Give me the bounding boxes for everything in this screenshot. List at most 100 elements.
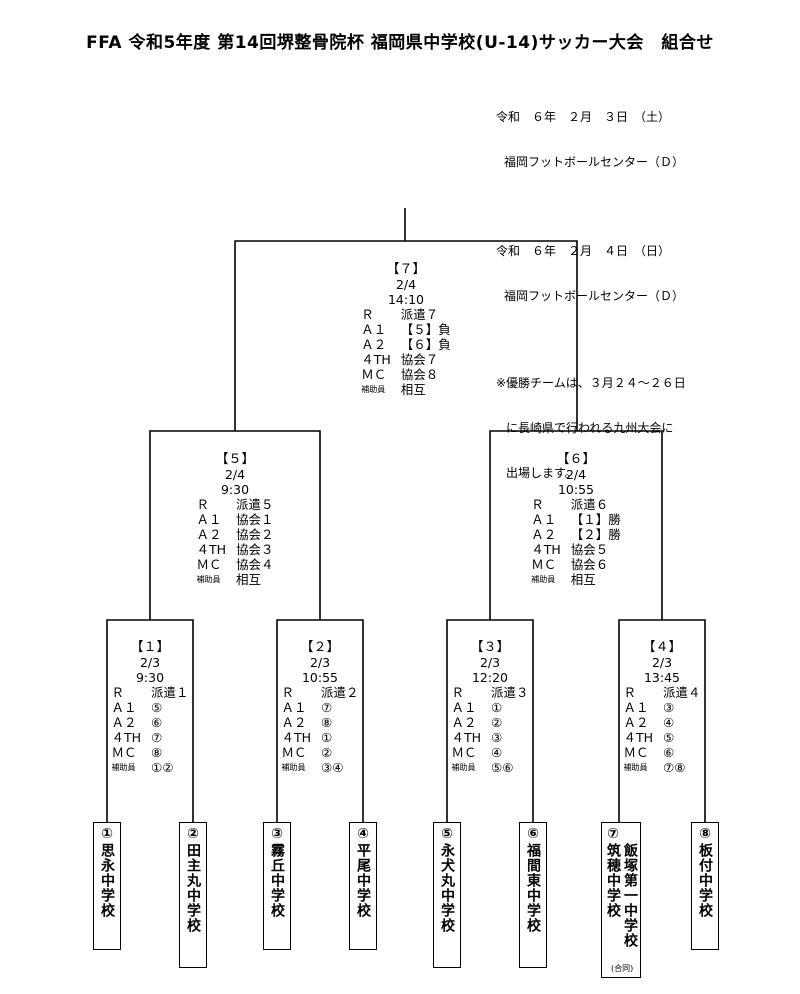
role-assistant-1: Ａ１	[451, 700, 477, 715]
official-fourth: 協会５	[570, 542, 609, 557]
role-aux: 補助員	[623, 763, 648, 772]
team-name: ①思永中学校	[99, 826, 115, 918]
role-assistant-1: Ａ１	[623, 700, 649, 715]
role-aux: 補助員	[451, 763, 476, 772]
match-date: 2/4	[224, 467, 246, 482]
match-date: 2/4	[565, 467, 587, 482]
official-mc: ⑥	[663, 745, 675, 760]
role-assistant-2: Ａ２	[451, 715, 477, 730]
day1-venue: 福岡フットボールセンター（Ｄ）	[504, 155, 685, 169]
team-name-right: 飯塚第一中学校	[622, 843, 638, 948]
match-time: 9:30	[135, 670, 165, 685]
match-number: 【３】	[470, 640, 510, 655]
role-referee: Ｒ	[111, 685, 124, 700]
official-assistant-2: ②	[491, 715, 503, 730]
role-fourth: ４TH	[623, 730, 654, 745]
bracket-final	[234, 240, 578, 431]
role-aux: 補助員	[111, 763, 136, 772]
role-referee: Ｒ	[196, 497, 209, 512]
official-aux: ⑤⑥	[491, 760, 514, 775]
bracket-semi-left	[149, 430, 321, 620]
official-referee: 派遣４	[663, 685, 701, 700]
role-assistant-1: Ａ１	[531, 512, 557, 527]
official-assistant-2: ④	[663, 715, 675, 730]
match-number: 【１】	[130, 640, 170, 655]
role-fourth: ４TH	[111, 730, 142, 745]
role-assistant-2: Ａ２	[111, 715, 137, 730]
match-number: 【６】	[556, 452, 596, 467]
team-box-5: ⑤永犬丸中学校	[433, 822, 461, 968]
match-time: 10:55	[301, 670, 339, 685]
match-time: 10:55	[557, 482, 595, 497]
official-assistant-2: ⑥	[151, 715, 163, 730]
role-referee: Ｒ	[451, 685, 464, 700]
official-aux: ①②	[151, 760, 174, 775]
team-name: ⑤永犬丸中学校	[439, 826, 455, 933]
role-assistant-1: Ａ１	[196, 512, 222, 527]
match-date: 2/4	[395, 277, 417, 292]
official-mc: ④	[491, 745, 503, 760]
official-fourth: 協会３	[236, 542, 274, 557]
official-mc: 協会６	[570, 557, 609, 572]
page-title: FFA 令和5年度 第14回堺整骨院杯 福岡県中学校(U-14)サッカー大会 組…	[86, 33, 714, 53]
bracket-semi-right	[489, 430, 663, 620]
role-referee: Ｒ	[623, 685, 636, 700]
role-assistant-1: Ａ１	[361, 322, 387, 337]
official-mc: 協会４	[236, 557, 274, 572]
official-fourth: 協会７	[400, 352, 439, 367]
role-mc: ＭＣ	[623, 745, 649, 760]
official-aux: 相互	[400, 382, 426, 397]
match-time: 14:10	[387, 292, 425, 307]
role-referee: Ｒ	[361, 307, 374, 322]
qualification-note-3: 出場します。	[506, 466, 577, 480]
official-assistant-2: ⑧	[321, 715, 333, 730]
role-assistant-2: Ａ２	[531, 527, 557, 542]
team-box-2: ②田主丸中学校	[179, 822, 207, 968]
match-number: 【７】	[386, 262, 426, 277]
match-date: 2/3	[309, 655, 331, 670]
match-number: 【２】	[300, 640, 340, 655]
team-name: ④平尾中学校	[355, 826, 371, 918]
joint-team-note: (合同)	[611, 964, 634, 973]
team-box-7: 飯塚第一中学校 ⑦筑穂中学校 (合同)	[601, 822, 641, 978]
team-name: ⑥福間東中学校	[525, 826, 541, 933]
official-referee: 派遣２	[321, 685, 359, 700]
official-assistant-1: ①	[491, 700, 503, 715]
role-aux: 補助員	[196, 575, 221, 584]
team-box-3: ③霧丘中学校	[263, 822, 291, 950]
role-mc: ＭＣ	[531, 557, 557, 572]
role-aux: 補助員	[281, 763, 306, 772]
role-assistant-2: Ａ２	[361, 337, 387, 352]
official-referee: 派遣５	[236, 497, 274, 512]
match-time: 12:20	[471, 670, 509, 685]
official-mc: ⑧	[151, 745, 163, 760]
team-name: ③霧丘中学校	[269, 826, 285, 918]
bracket-r1-4	[618, 619, 706, 822]
official-referee: 派遣６	[570, 497, 609, 512]
official-assistant-1: ⑤	[151, 700, 163, 715]
match-time: 13:45	[643, 670, 681, 685]
official-aux: ⑦⑧	[663, 760, 686, 775]
bracket-r1-1	[106, 619, 194, 822]
official-referee: 派遣７	[400, 307, 439, 322]
day2-date: 令和 ６年 ２月 ４日 （日）	[496, 244, 671, 258]
official-fourth: ⑤	[663, 730, 675, 745]
team-box-8: ⑧板付中学校	[691, 822, 719, 950]
role-aux: 補助員	[531, 575, 556, 584]
match-date: 2/3	[479, 655, 501, 670]
official-assistant-1: ⑦	[321, 700, 333, 715]
team-name: ⑧板付中学校	[697, 826, 713, 918]
official-referee: 派遣１	[151, 685, 189, 700]
bracket-r1-3	[446, 619, 534, 822]
